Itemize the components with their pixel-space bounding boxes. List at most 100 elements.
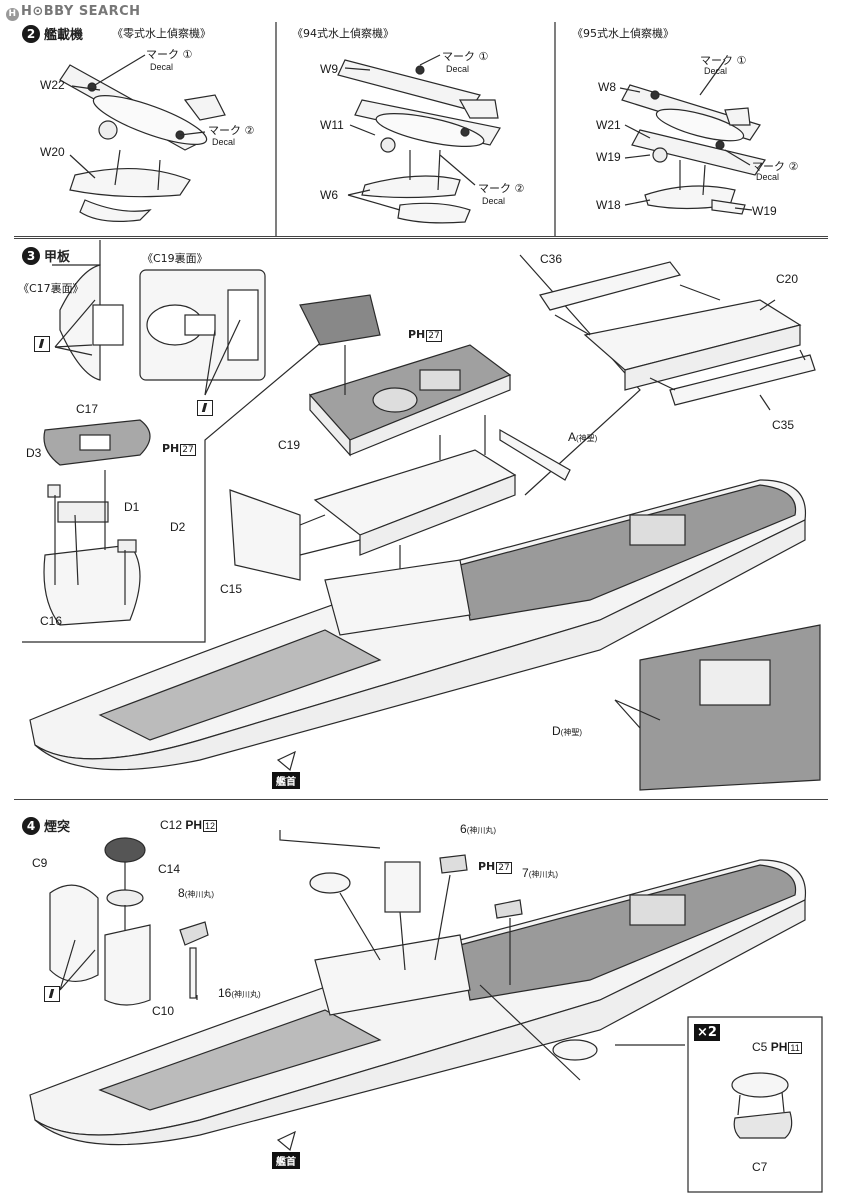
kamikawa-maru-16: (神川丸) — [231, 990, 261, 999]
part-6-kamikawa: 6(神川丸) — [460, 822, 496, 836]
part-w19-a: W19 — [596, 150, 621, 164]
part-c9: C9 — [32, 856, 48, 870]
zero-decal1: Decal — [150, 62, 174, 72]
bow-label-step4: 艦首 — [272, 1152, 300, 1169]
kamikawa-note-a: (神聖) — [576, 434, 598, 443]
kamikawa-maru-6: (神川丸) — [466, 826, 497, 835]
type94-mark2: マーク ② — [478, 182, 525, 195]
ph-code: PH — [408, 328, 426, 341]
zero-mark2: マーク ② — [208, 124, 255, 137]
ph-number: 27 — [496, 862, 512, 874]
part-d-kamikawa: D(神聖) — [552, 724, 582, 738]
superstructure-drawing — [229, 415, 571, 615]
ph-code: PH — [162, 442, 180, 455]
part-7-kamikawa: 7(神川丸) — [522, 866, 558, 880]
part-d: D — [552, 724, 561, 738]
step3-number: 3 — [22, 246, 40, 265]
part-c20: C20 — [776, 272, 799, 286]
c17-back-label: 《C17裏面》 — [18, 282, 84, 295]
quantity-badge: ×2 — [694, 1024, 720, 1041]
step4-number: 4 — [22, 816, 40, 835]
logo-text: H⊙BBY SEARCH — [21, 4, 141, 19]
part-c10: C10 — [152, 1004, 175, 1018]
glue-icon-c19 — [197, 400, 213, 416]
kamikawa-note-d: (神聖) — [560, 728, 582, 737]
c17-back-drawing — [54, 264, 124, 381]
type94-floatplane-drawing — [337, 59, 501, 224]
part-c7: C7 — [752, 1160, 768, 1174]
logo-icon: H — [6, 8, 19, 21]
part-w18: W18 — [596, 198, 621, 212]
c17-c16-assembly-drawing — [43, 419, 151, 626]
part-a: A — [568, 430, 577, 444]
part-d1: D1 — [124, 500, 140, 514]
glue-icon-c17 — [34, 336, 50, 352]
kamikawa-maru-7: (神川丸) — [528, 870, 559, 879]
step2-panel — [14, 18, 828, 237]
part-d3: D3 — [26, 446, 42, 460]
boat-drawing — [731, 1072, 793, 1139]
ph-number: 11 — [788, 1042, 802, 1054]
step3-title: 甲板 — [44, 250, 71, 265]
chimney-parts-drawing — [49, 837, 209, 1006]
hull-drawing-step3 — [29, 479, 821, 791]
hull-drawing-step4 — [29, 830, 807, 1152]
part-w19-b: W19 — [752, 204, 777, 218]
c19-deck-drawing — [299, 294, 512, 457]
part-w6: W6 — [320, 188, 338, 202]
zero-decal2: Decal — [212, 137, 236, 147]
part-c19: C19 — [278, 438, 301, 452]
part-c15: C15 — [220, 582, 243, 596]
part-c14: C14 — [158, 862, 181, 876]
type94-mark1: マーク ① — [442, 50, 489, 63]
type95-decal1: Decal — [704, 66, 728, 76]
ph-code: PH — [770, 1040, 788, 1054]
part-a-kamikawa: A(神聖) — [568, 430, 597, 444]
glue-icon-c10 — [44, 986, 60, 1002]
c36-c20-c35-drawing — [539, 261, 816, 411]
step3-panel — [14, 238, 828, 800]
c5-code: C5 — [752, 1040, 768, 1054]
part-6: 6 — [460, 822, 467, 836]
part-w21: W21 — [596, 118, 621, 132]
part-16: 16 — [218, 986, 232, 1000]
step3-header: 3 甲板 — [22, 246, 70, 265]
zero-mark1: マーク ① — [146, 48, 193, 61]
part-w9: W9 — [320, 62, 338, 76]
part-16-kamikawa: 16(神川丸) — [218, 986, 261, 1000]
ph-number: 27 — [180, 444, 196, 456]
part-d2: D2 — [170, 520, 186, 534]
ph-code: PH — [478, 860, 496, 873]
type94-decal2: Decal — [482, 196, 506, 206]
part-c36: C36 — [540, 252, 563, 266]
type95-decal2: Decal — [756, 172, 780, 182]
bow-label-step3: 艦首 — [272, 772, 300, 789]
step4-title: 煙突 — [44, 820, 71, 835]
boat-group-box — [687, 1016, 823, 1193]
part-c16: C16 — [40, 614, 63, 628]
part-7: 7 — [522, 866, 529, 880]
step2-number: 2 — [22, 24, 40, 43]
c19-back-label: 《C19裏面》 — [142, 252, 208, 265]
type95-mark2: マーク ② — [752, 160, 799, 173]
part-8-kamikawa: 8(神川丸) — [178, 886, 214, 900]
part-w8: W8 — [598, 80, 616, 94]
type94-subtitle: 《94式水上偵察機》 — [292, 27, 394, 40]
kamikawa-maru-8: (神川丸) — [184, 890, 215, 899]
step2-title: 艦載機 — [44, 28, 84, 43]
part-c17: C17 — [76, 402, 99, 416]
type94-decal1: Decal — [446, 64, 470, 74]
part-w20: W20 — [40, 145, 65, 159]
ph-number: 27 — [426, 330, 442, 342]
part-8: 8 — [178, 886, 185, 900]
step4-header: 4 煙突 — [22, 816, 70, 835]
